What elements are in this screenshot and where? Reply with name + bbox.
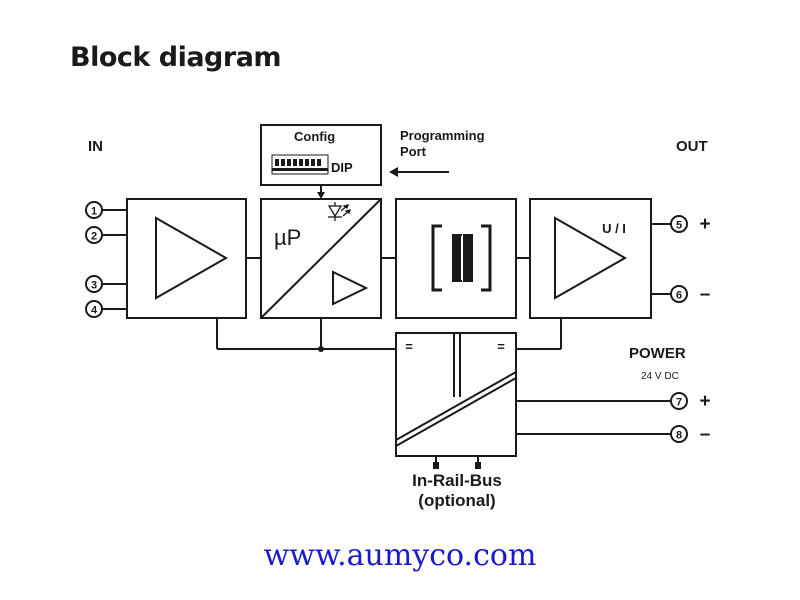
- config-to-mcu-arrow: [317, 185, 325, 199]
- optional-label: (optional): [418, 491, 495, 510]
- microprocessor-label: µP: [274, 225, 301, 250]
- terminal-1: 1: [85, 201, 103, 219]
- in-label: IN: [88, 138, 103, 155]
- programming-port-arrow: [389, 167, 449, 177]
- terminal-6-sign: –: [700, 284, 711, 305]
- programming-port-label-line1: Programming: [400, 128, 485, 143]
- terminal-8-sign: –: [700, 424, 711, 445]
- svg-text:8: 8: [676, 430, 682, 442]
- terminal-7-sign: +: [699, 391, 710, 412]
- output-amplifier-block: U / I: [529, 198, 652, 319]
- microprocessor-block: µP: [260, 198, 382, 319]
- in-rail-bus-connectors: [433, 456, 481, 469]
- terminal-6: 6 –: [670, 284, 711, 305]
- svg-text:2: 2: [91, 231, 97, 243]
- power-converter-block: = =: [395, 332, 517, 457]
- converter-output-symbol: =: [405, 339, 413, 354]
- terminal-4: 4: [85, 300, 103, 318]
- page-title: Block diagram: [70, 42, 282, 73]
- terminal-2: 2: [85, 226, 103, 244]
- power-supply-bus-lines: [216, 318, 562, 352]
- in-rail-bus-label: In-Rail-Bus: [412, 471, 502, 490]
- dip-label: DIP: [331, 160, 353, 175]
- terminal-5-sign: +: [699, 214, 710, 235]
- terminal-7: 7 +: [670, 391, 711, 412]
- programming-port-label-line2: Port: [400, 144, 427, 159]
- power-voltage-label: 24 V DC: [641, 371, 679, 382]
- input-amplifier-block: [126, 198, 247, 319]
- config-label: Config: [294, 129, 335, 144]
- power-terminals: 7 + 8 –: [516, 391, 711, 445]
- isolation-transformer-block: [395, 198, 517, 319]
- svg-text:7: 7: [676, 397, 682, 409]
- terminal-3: 3: [85, 275, 103, 293]
- svg-text:5: 5: [676, 220, 682, 232]
- output-terminals: 5 + 6 –: [651, 214, 711, 305]
- led-icon: [327, 202, 351, 221]
- power-label: POWER: [629, 345, 686, 362]
- mcu-amplifier-triangle-icon: [332, 270, 369, 306]
- output-amplifier-triangle-icon: [554, 216, 628, 300]
- input-terminals: 1 2 3 4: [85, 201, 127, 318]
- transformer-icon: [431, 224, 492, 292]
- svg-text:4: 4: [91, 305, 98, 317]
- terminal-8: 8 –: [670, 424, 711, 445]
- junction-dot: [318, 346, 324, 352]
- ui-label: U / I: [602, 221, 626, 236]
- terminal-5: 5 +: [670, 214, 711, 235]
- converter-input-symbol: =: [497, 339, 505, 354]
- dip-switch-icon: [271, 154, 329, 175]
- website-link[interactable]: www.aumyco.com: [263, 538, 537, 573]
- svg-text:6: 6: [676, 290, 682, 302]
- svg-text:1: 1: [91, 206, 97, 218]
- svg-text:3: 3: [91, 280, 97, 292]
- input-amplifier-triangle-icon: [155, 216, 229, 300]
- out-label: OUT: [676, 138, 708, 155]
